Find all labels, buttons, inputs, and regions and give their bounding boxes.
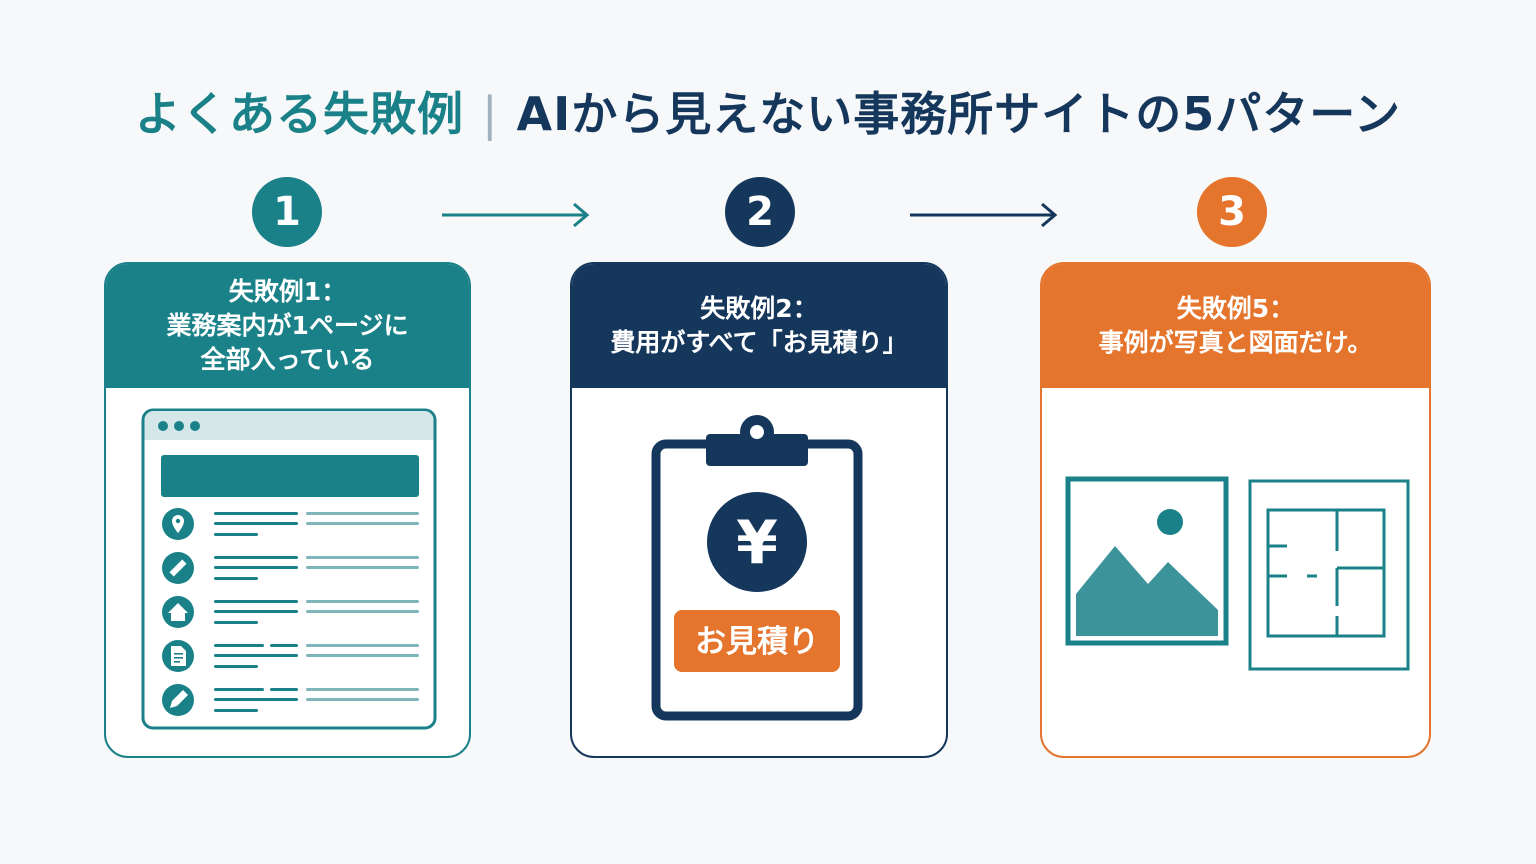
ruler-icon [169,559,187,577]
yen-symbol: ¥ [736,508,778,578]
step-number-2: 2 [725,177,795,247]
estimate-badge: お見積り [695,624,819,660]
card-heading-line: 事例が写真と図面だけ。 [1098,328,1373,357]
clipboard-yen-icon: ¥ お見積り [651,415,863,721]
card-header: 失敗例2： 費用がすべて「お見積り」 [572,264,946,388]
failure-card-1: 失敗例1： 業務案内が1ページに 全部入っている [104,262,471,758]
card-heading-line: 全部入っている [200,345,375,374]
arrow-right-icon [910,202,1058,228]
home-icon [168,603,188,621]
arrow-right-icon [442,202,590,228]
card-header: 失敗例1： 業務案内が1ページに 全部入っている [106,264,469,388]
service-list [162,508,419,716]
card-header: 失敗例5： 事例が写真と図面だけ。 [1042,264,1429,388]
card-heading-line: 業務案内が1ページに [166,311,409,340]
card-heading-line: 失敗例2： [700,294,818,323]
card-heading-line: 失敗例1： [228,277,347,306]
step-number-1: 1 [252,177,322,247]
browser-page-with-service-list-icon [141,408,437,730]
document-icon [171,646,186,666]
location-pin-icon [172,515,184,533]
card-heading-line: 失敗例5： [1176,294,1295,323]
card-heading-line: 費用がすべて「お見積り」 [610,328,908,357]
pencil-icon [170,690,188,708]
page-title: よくある失敗例 | AIから見えない事務所サイトの5パターン [0,78,1536,144]
title-left: よくある失敗例 [135,87,465,141]
card-illustration [1065,476,1410,671]
title-right: AIから見えない事務所サイトの5パターン [516,87,1401,141]
failure-card-3: 失敗例5： 事例が写真と図面だけ。 [1040,262,1431,758]
title-separator: | [482,87,499,141]
photo-icon [1065,476,1229,646]
floor-plan-icon [1248,479,1410,671]
step-number-3: 3 [1197,177,1267,247]
failure-card-2: 失敗例2： 費用がすべて「お見積り」 ¥ お見積り [570,262,948,758]
